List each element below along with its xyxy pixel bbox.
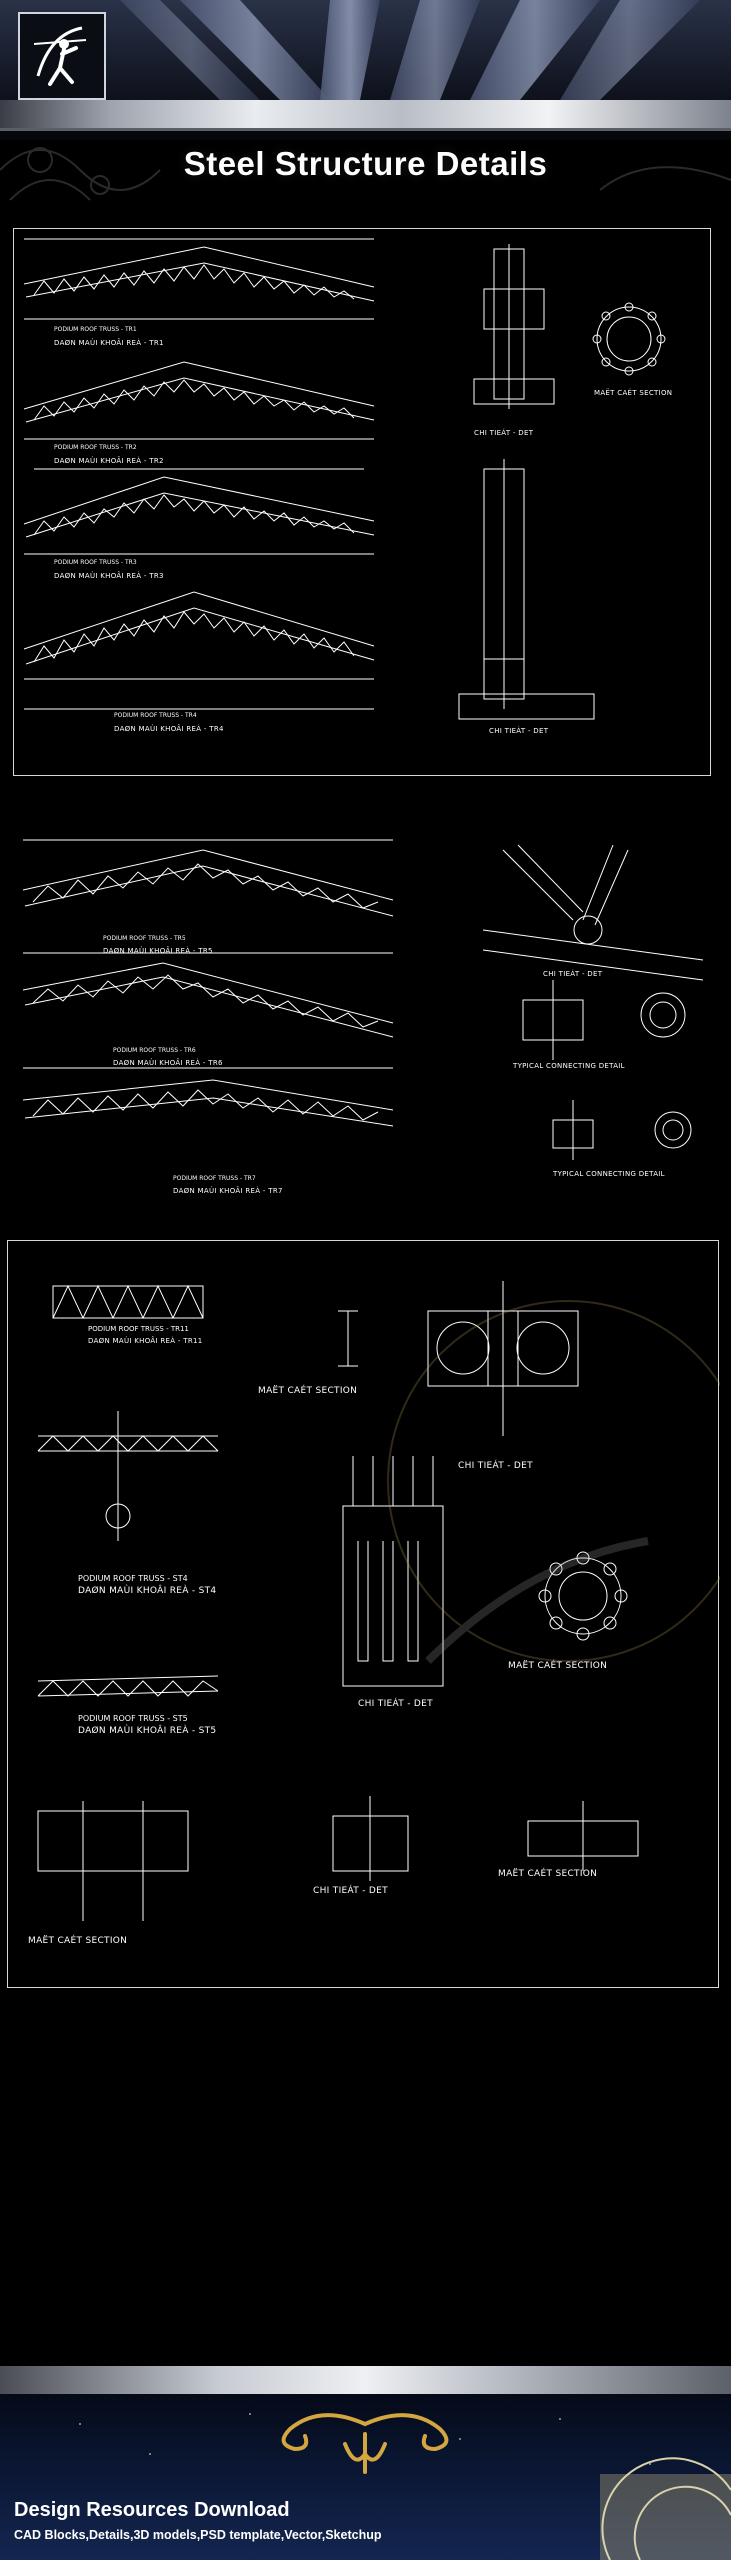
truss-elevation-tr11 [52,1284,204,1320]
st5-detail [37,1675,219,1697]
st4-detail [37,1411,219,1541]
truss-sublabel: DAØN MAÙI KHOÂI REÀ - TR6 [113,1059,223,1067]
truss-elevation-tr4 [23,591,375,680]
drawing-panel-3: PODIUM ROOF TRUSS - TR11 PODIUM ROOF TRU… [7,1240,731,1988]
footer-title: Design Resources Download [14,2499,290,2521]
footer-metal-bar [0,2366,731,2394]
detail-label: TYPICAL CONNECTING DETAIL [553,1170,665,1178]
truss-sublabel: DAØN MAÙI KHOÂI REÀ - TR7 [173,1187,283,1195]
archer-logo [18,12,106,100]
svg-text:PODIUM ROOF TRUSS - ST5: PODIUM ROOF TRUSS - ST5 [78,1714,188,1723]
truss-sublabel: DAØN MAÙI KHOÂI REÀ - TR5 [103,947,213,955]
truss-sublabel: DAØN MAÙI KHOÂI REÀ - TR11 [88,1337,203,1345]
header-banner [0,0,731,140]
truss-elevation-tr5 [22,839,394,917]
svg-text:PODIUM ROOF TRUSS - TR3: PODIUM ROOF TRUSS - TR3 [54,559,137,566]
archer-icon [33,26,87,86]
truss-sublabel: DAØN MAÙI KHOÂI REÀ - TR1 [54,339,164,347]
truss-elevation-tr3 [23,468,375,555]
metal-bar [0,100,731,128]
column-ring-detail-top [427,1281,579,1436]
svg-text:PODIUM ROOF TRUSS - TR11: PODIUM ROOF TRUSS - TR11 [88,1325,189,1333]
detail-label: CHI TIEÁT - DET [313,1886,388,1896]
detail-label: CHI TIEÁT - DET [474,429,534,437]
truss-sublabel: DAØN MAÙI KHOÂI REÀ - TR3 [54,572,164,580]
footer-banner: Design Resources Download CAD Blocks,Det… [0,2394,731,2560]
svg-text:PODIUM ROOF TRUSS - TR2: PODIUM ROOF TRUSS - TR2 [54,444,137,451]
node-connection-detail [482,844,704,981]
bottom-section-3 [527,1801,639,1871]
truss-elevation-tr2 [23,361,375,440]
svg-text:PODIUM ROOF TRUSS - ST4: PODIUM ROOF TRUSS - ST4 [78,1574,188,1583]
detail-label: TYPICAL CONNECTING DETAIL [513,1062,625,1070]
svg-text:PODIUM ROOF TRUSS - TR1: PODIUM ROOF TRUSS - TR1 [54,326,137,333]
typical-connecting-detail-1 [522,980,686,1060]
section-label: MAËT CAÉT SECTION [498,1869,598,1879]
drawing-panel-1: PODIUM ROOF TRUSS - TR1 PODIUM ROOF TRUS… [13,228,711,776]
svg-text:PODIUM ROOF TRUSS - TR7: PODIUM ROOF TRUSS - TR7 [173,1175,256,1182]
archer-watermark [387,1300,731,1664]
detail-label: CHI TIEÁT - DET [358,1699,433,1709]
column-detail-top [473,244,555,409]
truss-elevation-tr1 [23,238,375,320]
svg-text:PODIUM ROOF TRUSS - TR5: PODIUM ROOF TRUSS - TR5 [103,935,186,942]
truss-elevation-tr7 [22,1067,394,1127]
column-detail-bottom [458,459,595,720]
i-beam-section [338,1310,358,1367]
truss-drawings-2: PODIUM ROOF TRUSS - TR5 PODIUM ROOF TRUS… [22,839,704,1182]
footer-subtitle: CAD Blocks,Details,3D models,PSD templat… [14,2528,382,2542]
drawing-panel-2: PODIUM ROOF TRUSS - TR5 PODIUM ROOF TRUS… [13,830,711,1230]
detail-label: CHI TIEÁT - DET [489,727,549,735]
section-label: MAËT CAÉT SECTION [594,389,673,397]
footer-graphic [79,2413,731,2560]
section-label: MAËT CAÉT SECTION [508,1661,608,1671]
steel-beams-graphic [120,0,700,100]
section-drawings-3: PODIUM ROOF TRUSS - TR11 PODIUM ROOF TRU… [37,1281,731,1921]
section-label: MAËT CAÉT SECTION [258,1386,358,1396]
truss-sublabel: DAØN MAÙI KHOÂI REÀ - TR4 [114,725,224,733]
floral-ornament [0,147,731,201]
svg-text:PODIUM ROOF TRUSS - TR6: PODIUM ROOF TRUSS - TR6 [113,1047,196,1054]
detail-label: CHI TIEÁT - DET [458,1461,533,1471]
bottom-section-2 [332,1796,409,1881]
truss-elevation-tr6 [22,952,394,1038]
section-label: MAËT CAÉT SECTION [28,1936,128,1946]
truss-sublabel: DAØN MAÙI KHOÂI REÀ - ST5 [78,1726,217,1736]
svg-text:PODIUM ROOF TRUSS - TR4: PODIUM ROOF TRUSS - TR4 [114,712,197,719]
ring-plate-detail [538,1551,628,1641]
bottom-section-1 [37,1801,189,1921]
typical-connecting-detail-2 [552,1100,692,1160]
truss-drawings-1: PODIUM ROOF TRUSS - TR1 PODIUM ROOF TRUS… [23,238,666,720]
page-title: Steel Structure Details [183,145,548,182]
column-base-detail [342,1456,444,1687]
ring-section-detail [592,302,666,376]
truss-sublabel: DAØN MAÙI KHOÂI REÀ - ST4 [78,1586,217,1596]
detail-label: CHI TIEÁT - DET [543,970,603,978]
gold-ornament-icon [281,2413,449,2474]
truss-sublabel: DAØN MAÙI KHOÂI REÀ - TR2 [54,457,164,465]
